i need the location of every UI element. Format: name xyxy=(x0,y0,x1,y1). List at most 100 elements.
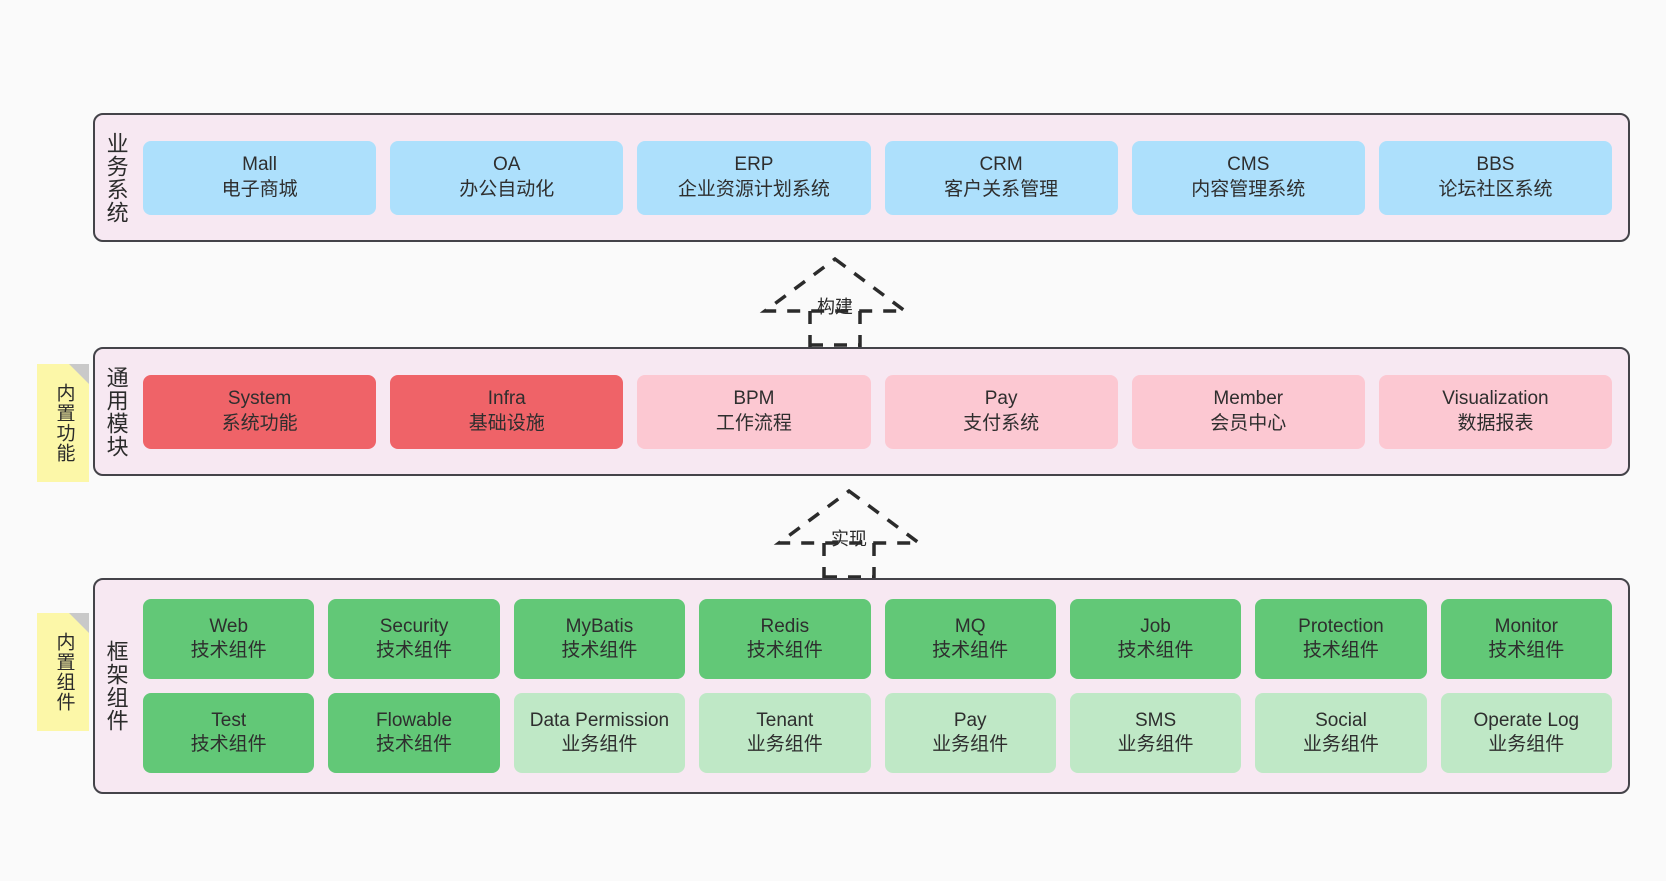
node-subtitle: 客户关系管理 xyxy=(944,178,1059,200)
node-title: Test xyxy=(211,709,247,731)
node-title: SMS xyxy=(1134,709,1177,731)
node-subtitle: 数据报表 xyxy=(1457,412,1534,434)
node-web[interactable]: Web 技术组件 xyxy=(143,599,315,679)
node-subtitle: 技术组件 xyxy=(190,640,267,661)
node-security[interactable]: Security 技术组件 xyxy=(328,599,500,679)
node-title: MQ xyxy=(954,615,986,637)
node-subtitle: 论坛社区系统 xyxy=(1438,178,1553,200)
sticky-note-label: 内置组件 xyxy=(53,632,75,712)
layer-body-common-modules: System 系统功能 Infra 基础设施 BPM 工作流程 Pay 支付系统… xyxy=(137,349,1628,474)
node-title: Member xyxy=(1213,388,1284,410)
node-subtitle: 技术组件 xyxy=(1302,640,1379,661)
node-title: Data Permission xyxy=(529,709,670,731)
node-job[interactable]: Job 技术组件 xyxy=(1069,599,1242,679)
node-title: Pay xyxy=(953,709,987,731)
node-title: Web xyxy=(209,615,249,637)
node-title: Redis xyxy=(760,615,810,637)
node-subtitle: 技术组件 xyxy=(190,734,267,755)
node-row: System 系统功能 Infra 基础设施 BPM 工作流程 Pay 支付系统… xyxy=(143,374,1613,449)
node-subtitle: 技术组件 xyxy=(1488,640,1565,661)
node-subtitle: 企业资源计划系统 xyxy=(677,178,830,200)
layer-framework-components: 框架组件 Web 技术组件 Security 技术组件 MyBatis 技术组件… xyxy=(93,578,1630,794)
node-data-permission[interactable]: Data Permission 业务组件 xyxy=(513,693,686,773)
node-infra[interactable]: Infra 基础设施 xyxy=(390,374,624,449)
node-subtitle: 基础设施 xyxy=(468,412,545,434)
node-subtitle: 业务组件 xyxy=(561,734,638,755)
node-flowable[interactable]: Flowable 技术组件 xyxy=(328,693,500,773)
node-title: Pay xyxy=(984,388,1018,410)
node-title: Mall xyxy=(242,154,277,176)
node-title: BBS xyxy=(1476,154,1515,176)
node-subtitle: 业务组件 xyxy=(1488,734,1565,755)
connector-implement: 实现 xyxy=(769,487,929,579)
layer-body-business-systems: Mall 电子商城 OA 办公自动化 ERP 企业资源计划系统 CRM 客户关系… xyxy=(137,115,1628,240)
node-title: Social xyxy=(1315,709,1367,731)
node-social[interactable]: Social 业务组件 xyxy=(1255,693,1427,773)
node-oa[interactable]: OA 办公自动化 xyxy=(390,140,624,215)
node-subtitle: 电子商城 xyxy=(221,178,298,200)
connector-label-build: 构建 xyxy=(817,297,853,317)
node-mall[interactable]: Mall 电子商城 xyxy=(143,140,377,215)
node-tenant[interactable]: Tenant 业务组件 xyxy=(699,693,871,773)
generalization-arrow-icon xyxy=(773,488,925,579)
node-monitor[interactable]: Monitor 技术组件 xyxy=(1440,599,1612,679)
node-subtitle: 技术组件 xyxy=(376,734,453,755)
node-title: MyBatis xyxy=(565,615,634,637)
node-subtitle: 业务组件 xyxy=(932,734,1009,755)
node-sms[interactable]: SMS 业务组件 xyxy=(1069,693,1242,773)
generalization-arrow-icon xyxy=(759,256,911,347)
node-subtitle: 办公自动化 xyxy=(459,178,555,200)
node-protection[interactable]: Protection 技术组件 xyxy=(1255,599,1427,679)
node-mybatis[interactable]: MyBatis 技术组件 xyxy=(513,599,686,679)
node-title: Operate Log xyxy=(1473,709,1580,731)
node-subtitle: 业务组件 xyxy=(1302,734,1379,755)
layer-body-framework-components: Web 技术组件 Security 技术组件 MyBatis 技术组件 Redi… xyxy=(137,580,1628,792)
node-test[interactable]: Test 技术组件 xyxy=(143,693,315,773)
node-system[interactable]: System 系统功能 xyxy=(143,374,377,449)
node-member[interactable]: Member 会员中心 xyxy=(1131,374,1365,449)
node-title: CRM xyxy=(979,154,1023,176)
node-subtitle: 支付系统 xyxy=(963,412,1040,434)
node-title: Infra xyxy=(487,388,526,410)
node-subtitle: 技术组件 xyxy=(746,640,823,661)
connector-label-implement: 实现 xyxy=(831,529,867,549)
node-subtitle: 技术组件 xyxy=(561,640,638,661)
node-crm[interactable]: CRM 客户关系管理 xyxy=(884,140,1118,215)
node-mq[interactable]: MQ 技术组件 xyxy=(884,599,1056,679)
node-row: Mall 电子商城 OA 办公自动化 ERP 企业资源计划系统 CRM 客户关系… xyxy=(143,140,1613,215)
node-subtitle: 业务组件 xyxy=(746,734,823,755)
node-title: Tenant xyxy=(756,709,814,731)
node-title: Job xyxy=(1140,615,1171,637)
node-subtitle: 业务组件 xyxy=(1117,734,1194,755)
node-row: Web 技术组件 Security 技术组件 MyBatis 技术组件 Redi… xyxy=(143,599,1612,679)
node-pay-module[interactable]: Pay 支付系统 xyxy=(884,374,1118,449)
node-subtitle: 技术组件 xyxy=(932,640,1009,661)
node-subtitle: 内容管理系统 xyxy=(1191,178,1306,200)
node-cms[interactable]: CMS 内容管理系统 xyxy=(1131,140,1365,215)
layer-common-modules: 通用模块 System 系统功能 Infra 基础设施 BPM 工作流程 Pay… xyxy=(93,347,1630,476)
node-title: BPM xyxy=(733,388,775,410)
node-title: OA xyxy=(493,154,521,176)
connector-build: 构建 xyxy=(755,255,915,347)
node-bpm[interactable]: BPM 工作流程 xyxy=(637,374,871,449)
layer-label-framework-components: 框架组件 xyxy=(103,640,129,732)
node-subtitle: 工作流程 xyxy=(715,412,792,434)
node-visualization[interactable]: Visualization 数据报表 xyxy=(1378,374,1613,449)
node-operate-log[interactable]: Operate Log 业务组件 xyxy=(1440,693,1612,773)
node-row: Test 技术组件 Flowable 技术组件 Data Permission … xyxy=(143,693,1612,773)
node-bbs[interactable]: BBS 论坛社区系统 xyxy=(1378,140,1613,215)
node-title: Monitor xyxy=(1494,615,1558,637)
node-erp[interactable]: ERP 企业资源计划系统 xyxy=(637,140,871,215)
node-subtitle: 系统功能 xyxy=(221,412,298,434)
node-pay-component[interactable]: Pay 业务组件 xyxy=(884,693,1056,773)
layer-business-systems: 业务系统 Mall 电子商城 OA 办公自动化 ERP 企业资源计划系统 CRM… xyxy=(93,113,1630,242)
node-subtitle: 会员中心 xyxy=(1210,412,1287,434)
node-title: ERP xyxy=(734,154,774,176)
node-title: Flowable xyxy=(376,709,453,731)
layer-label-common-modules: 通用模块 xyxy=(103,365,129,458)
node-redis[interactable]: Redis 技术组件 xyxy=(699,599,871,679)
node-title: Security xyxy=(379,615,449,637)
layer-label-business-systems: 业务系统 xyxy=(103,131,129,224)
node-title: Visualization xyxy=(1442,388,1549,410)
